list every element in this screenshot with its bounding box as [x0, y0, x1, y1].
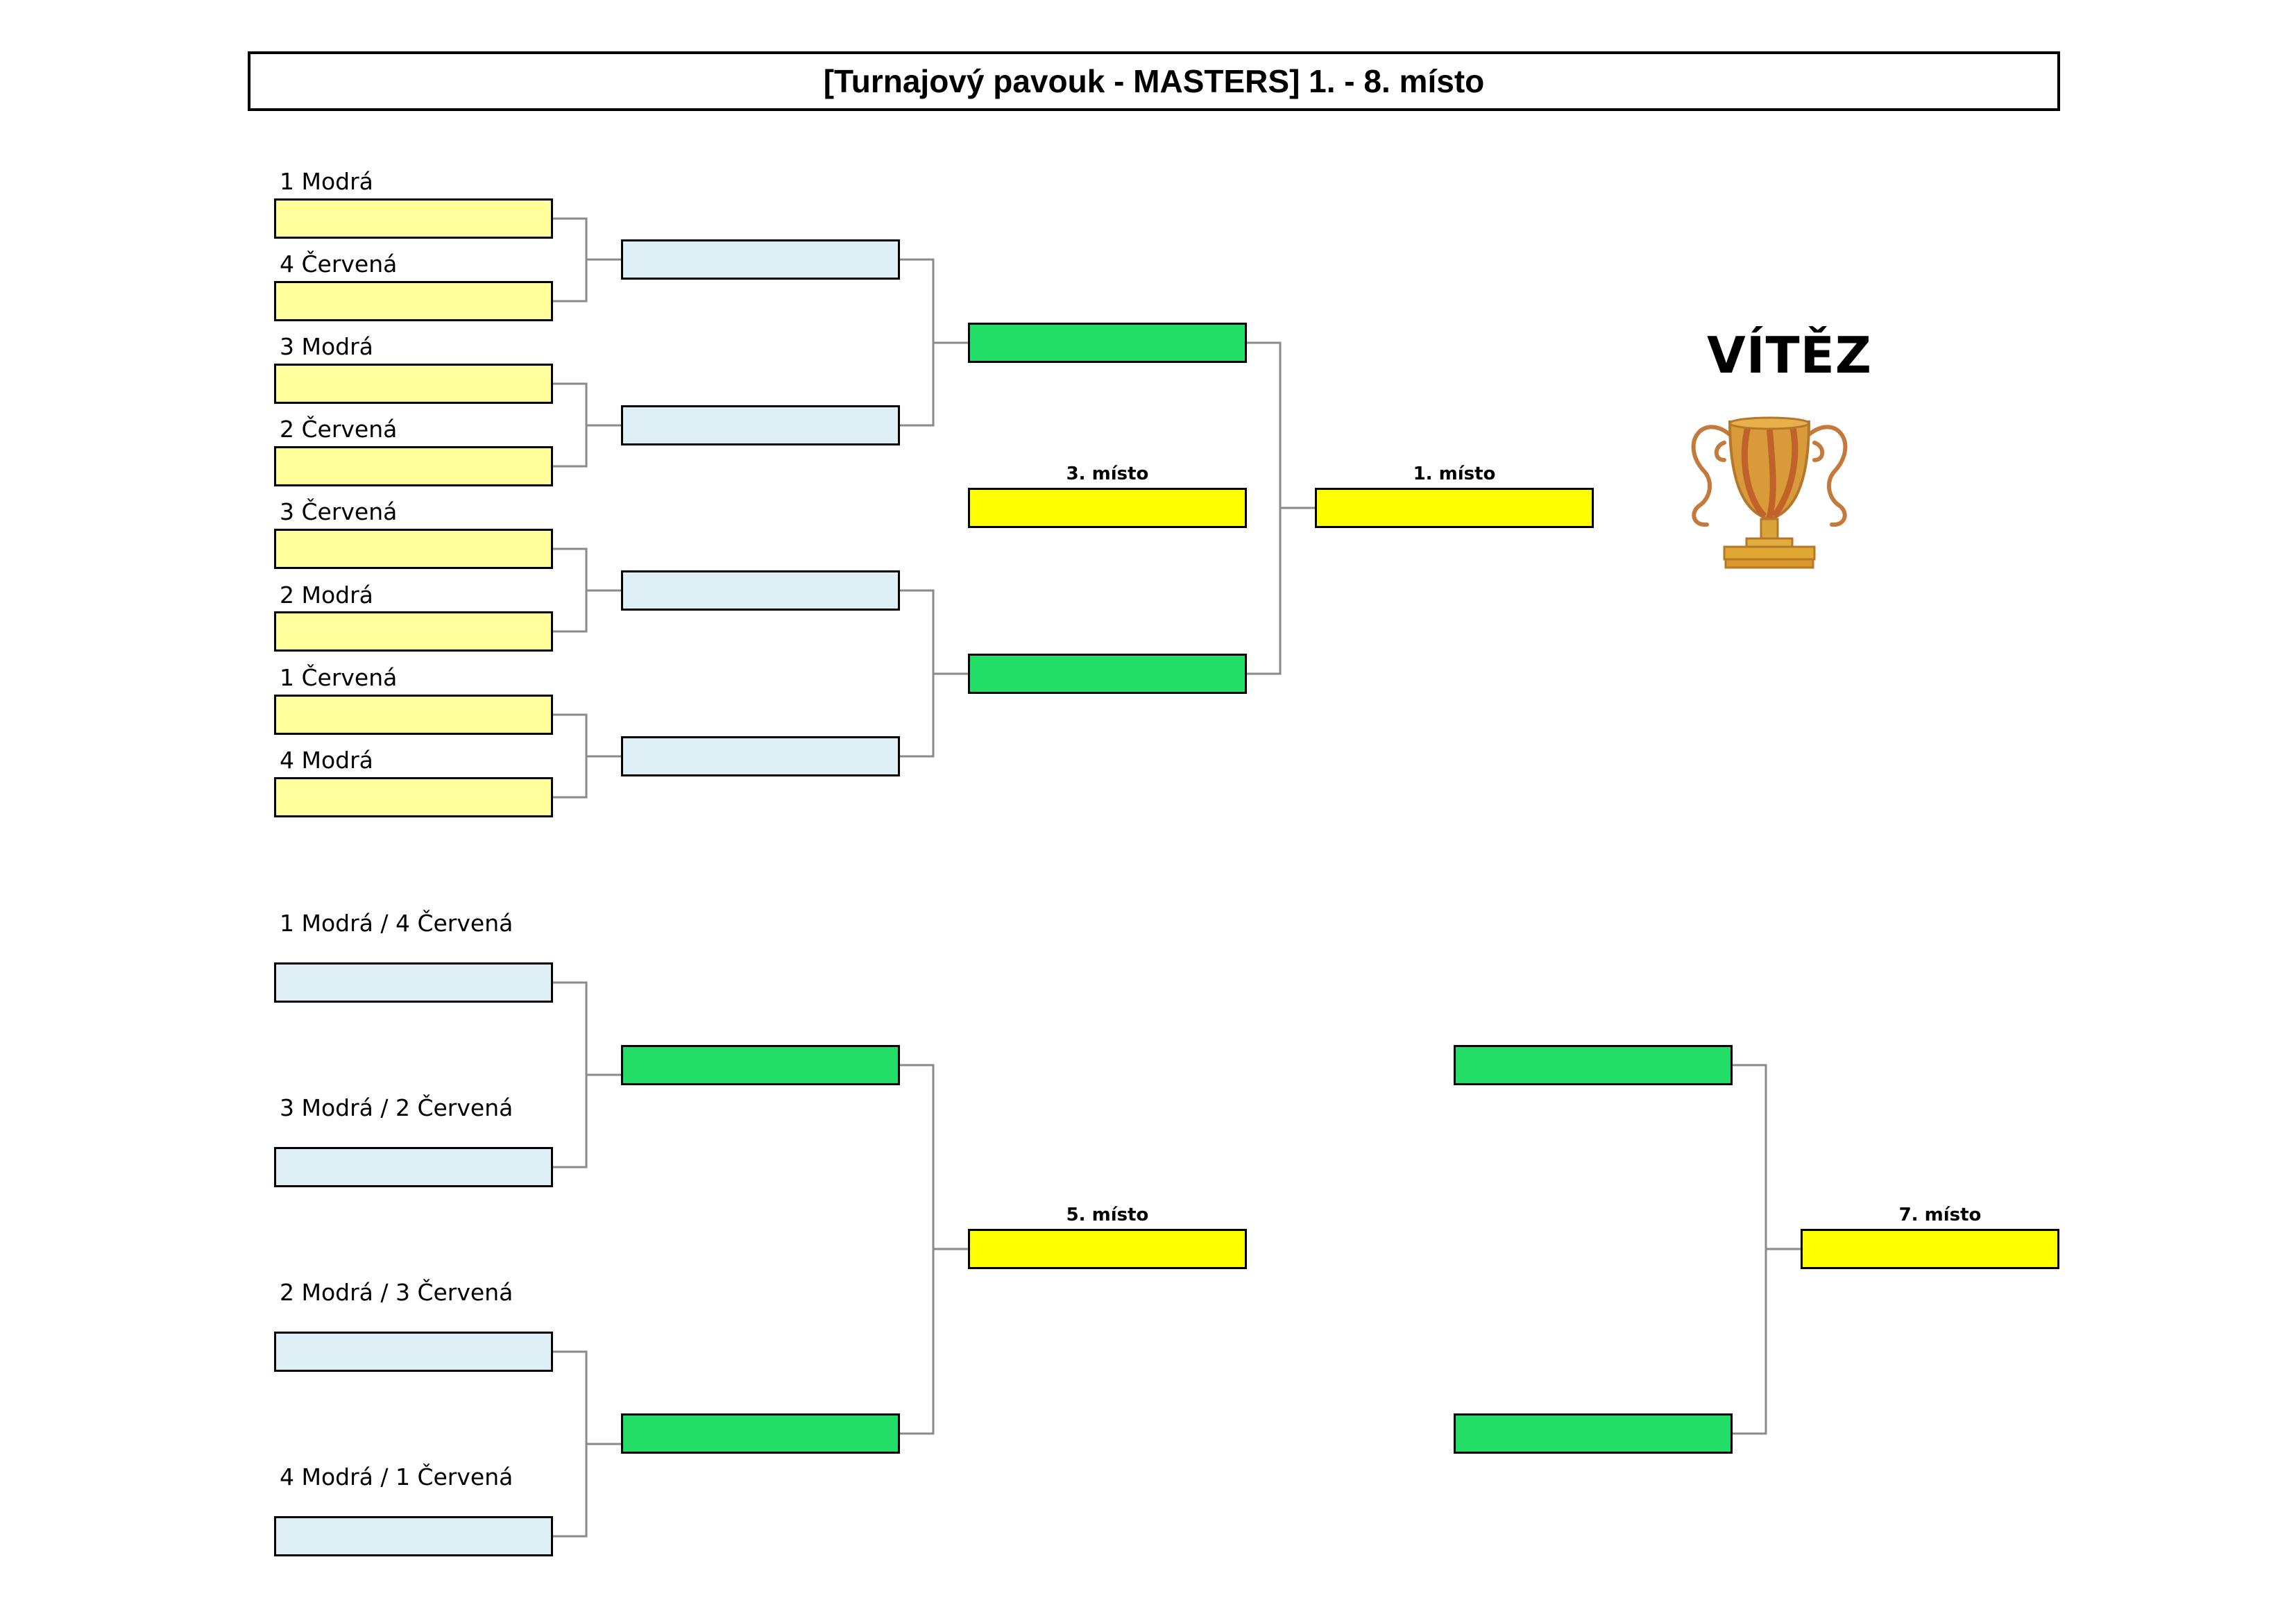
consolation-slot-1[interactable] — [274, 962, 553, 1003]
consolation-slot-3[interactable] — [274, 1332, 553, 1372]
seed-slot-4[interactable] — [274, 446, 553, 486]
seed-slot-5[interactable] — [274, 529, 553, 569]
seed-label-7: 1 Červená — [280, 664, 398, 691]
seed-slot-3[interactable] — [274, 364, 553, 404]
seventh-place-label: 7. místo — [1898, 1205, 1982, 1225]
pair-label-1: 1 Modrá / 4 Červená — [280, 910, 513, 937]
seventh-place-entry-slot-1[interactable] — [1454, 1045, 1733, 1085]
quarterfinal-slot-4[interactable] — [621, 736, 900, 776]
quarterfinal-slot-3[interactable] — [621, 570, 900, 611]
seed-slot-2[interactable] — [274, 281, 553, 321]
third-place-label: 3. místo — [1066, 464, 1149, 484]
seed-label-4: 2 Červená — [280, 416, 398, 443]
semifinal-slot-2[interactable] — [968, 654, 1247, 694]
quarterfinal-slot-2[interactable] — [621, 405, 900, 445]
consolation-slot-2[interactable] — [274, 1147, 553, 1187]
winner-heading: VÍTĚZ — [1707, 326, 1873, 384]
seed-label-6: 2 Modrá — [280, 581, 373, 609]
seed-label-3: 3 Modrá — [280, 333, 373, 360]
first-place-slot[interactable] — [1315, 488, 1594, 528]
seventh-place-entry-slot-2[interactable] — [1454, 1413, 1733, 1454]
seed-slot-8[interactable] — [274, 777, 553, 817]
pair-label-4: 4 Modrá / 1 Červená — [280, 1463, 513, 1490]
seed-slot-1[interactable] — [274, 198, 553, 239]
fifth-place-label: 5. místo — [1066, 1205, 1149, 1225]
third-place-slot[interactable] — [968, 488, 1247, 528]
pair-label-3: 2 Modrá / 3 Červená — [280, 1279, 513, 1306]
seed-label-5: 3 Červená — [280, 498, 398, 525]
fifth-place-slot[interactable] — [968, 1229, 1247, 1269]
seventh-place-slot[interactable] — [1801, 1229, 2059, 1269]
seed-slot-6[interactable] — [274, 611, 553, 652]
first-place-label: 1. místo — [1413, 464, 1496, 484]
consolation-slot-4[interactable] — [274, 1516, 553, 1556]
bracket-title-box: [Turnajový pavouk - MASTERS] 1. - 8. mís… — [248, 51, 2060, 111]
seed-slot-7[interactable] — [274, 695, 553, 735]
seed-label-8: 4 Modrá — [280, 747, 373, 774]
page-title: [Turnajový pavouk - MASTERS] 1. - 8. mís… — [823, 63, 1485, 99]
seed-label-1: 1 Modrá — [280, 168, 373, 195]
pair-label-2: 3 Modrá / 2 Červená — [280, 1094, 513, 1121]
consolation-winner-slot-2[interactable] — [621, 1413, 900, 1454]
seed-label-2: 4 Červená — [280, 250, 398, 278]
quarterfinal-slot-1[interactable] — [621, 239, 900, 280]
semifinal-slot-1[interactable] — [968, 323, 1247, 363]
consolation-winner-slot-1[interactable] — [621, 1045, 900, 1085]
trophy-icon — [1691, 416, 1848, 569]
